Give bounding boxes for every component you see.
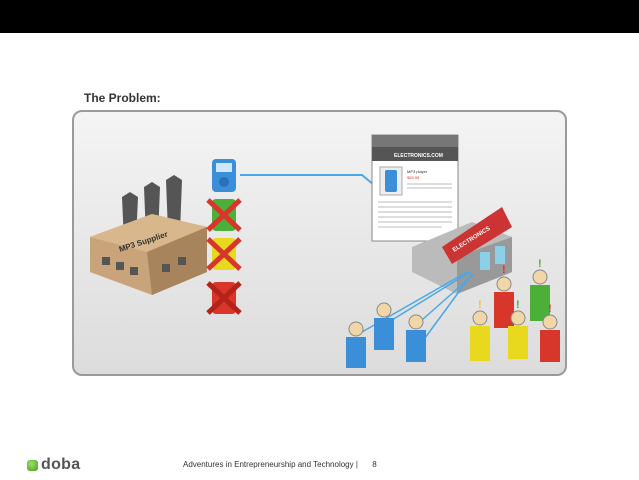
svg-text:!: !	[548, 303, 552, 315]
svg-text:!: !	[478, 299, 482, 311]
mp3-player-red-crossed	[206, 281, 242, 315]
mp3-player-green-crossed	[206, 198, 242, 232]
problem-illustration: MP3 Supplier ELECTRONICS.COM MP3 player …	[90, 134, 560, 368]
happy-customers	[346, 302, 426, 368]
svg-text:!: !	[516, 299, 520, 311]
mp3-player-blue	[212, 159, 236, 192]
website-mockup: ELECTRONICS.COM MP3 player $59.95	[371, 134, 459, 242]
doba-logo-icon	[27, 459, 38, 471]
mp3-player-yellow-crossed	[206, 237, 242, 271]
svg-text:ELECTRONICS.COM: ELECTRONICS.COM	[394, 153, 443, 159]
connector-line	[240, 174, 375, 186]
factory-illustration: MP3 Supplier	[90, 175, 207, 295]
svg-text:$59.95: $59.95	[407, 175, 420, 180]
slide-footer: Adventures in Entrepreneurship and Techn…	[183, 460, 377, 469]
doba-logo: doba	[27, 456, 80, 474]
svg-text:!: !	[538, 258, 542, 270]
footer-separator: |	[355, 460, 358, 469]
footer-text: Adventures in Entrepreneurship and Techn…	[183, 460, 354, 469]
svg-text:MP3 player: MP3 player	[407, 169, 428, 174]
illustration-panel: MP3 Supplier ELECTRONICS.COM MP3 player …	[72, 110, 567, 376]
top-bar	[0, 0, 639, 33]
frustrated-customers: !!!!!	[470, 258, 560, 362]
exclamation-icons: !!!!!	[478, 258, 552, 315]
svg-text:!: !	[502, 264, 506, 276]
electronics-store: ELECTRONICS	[412, 207, 512, 294]
slide-title: The Problem:	[84, 91, 161, 105]
page-number: 8	[372, 460, 377, 469]
